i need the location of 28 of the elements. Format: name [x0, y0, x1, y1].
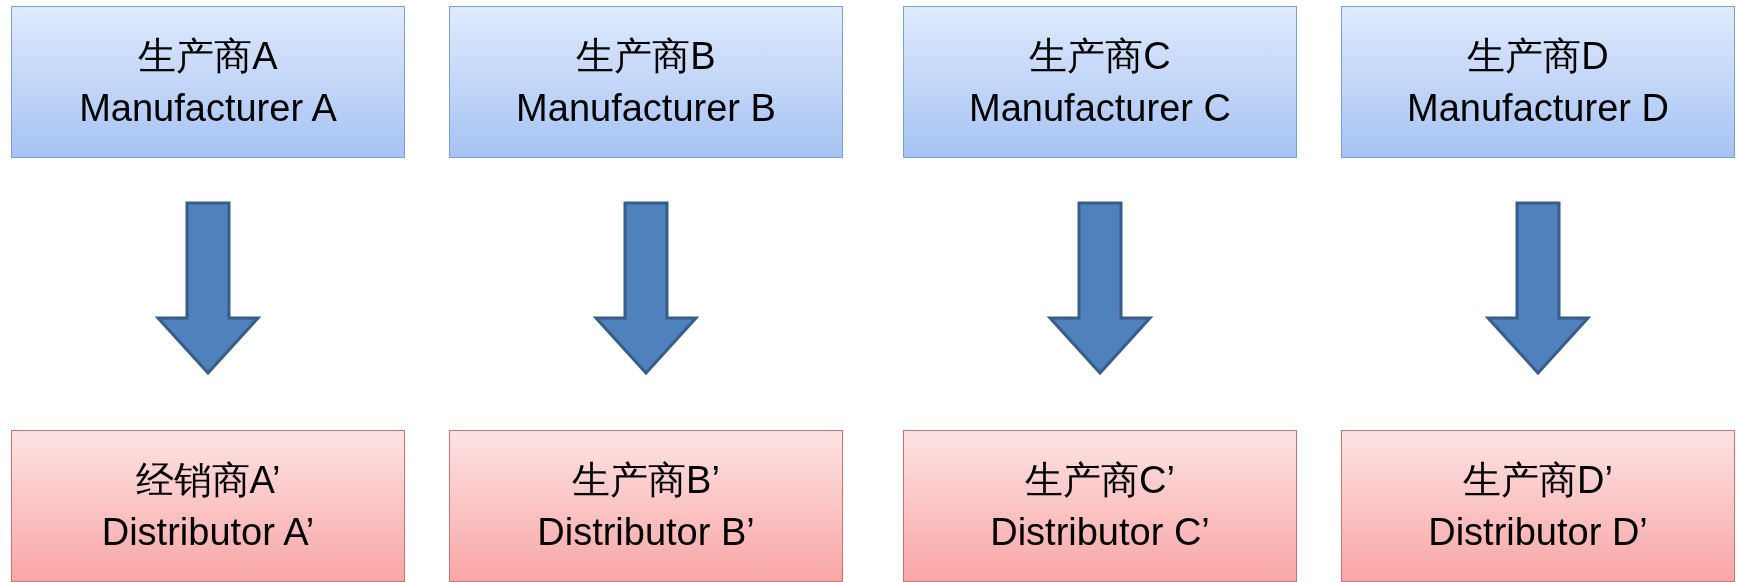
box-subtitle: Manufacturer A	[79, 86, 337, 131]
box-subtitle: Manufacturer C	[969, 86, 1231, 131]
manufacturer-box	[1341, 6, 1735, 158]
block-arrow	[1484, 201, 1592, 376]
box-title: 生产商B	[576, 34, 716, 79]
box-title: 生产商A	[138, 34, 278, 79]
block-arrow	[1046, 201, 1154, 376]
manufacturer-box	[449, 6, 843, 158]
box-title: 生产商D’	[1463, 458, 1613, 503]
distributor-box	[449, 430, 843, 582]
box-title: 经销商A’	[135, 458, 281, 503]
manufacturer-box	[11, 6, 405, 158]
box-subtitle: Manufacturer D	[1407, 86, 1669, 131]
box-title: 生产商C’	[1025, 458, 1175, 503]
box-subtitle: Distributor D’	[1428, 510, 1648, 555]
distributor-box	[1341, 430, 1735, 582]
distributor-box	[903, 430, 1297, 582]
block-arrow	[592, 201, 700, 376]
block-arrow	[154, 201, 262, 376]
box-subtitle: Manufacturer B	[516, 86, 776, 131]
box-subtitle: Distributor A’	[101, 510, 315, 555]
box-title: 生产商D	[1467, 34, 1609, 79]
distributor-box	[11, 430, 405, 582]
manufacturer-box	[903, 6, 1297, 158]
box-title: 生产商B’	[572, 458, 720, 503]
box-subtitle: Distributor B’	[537, 510, 755, 555]
box-title: 生产商C	[1029, 34, 1171, 79]
box-subtitle: Distributor C’	[990, 510, 1210, 555]
